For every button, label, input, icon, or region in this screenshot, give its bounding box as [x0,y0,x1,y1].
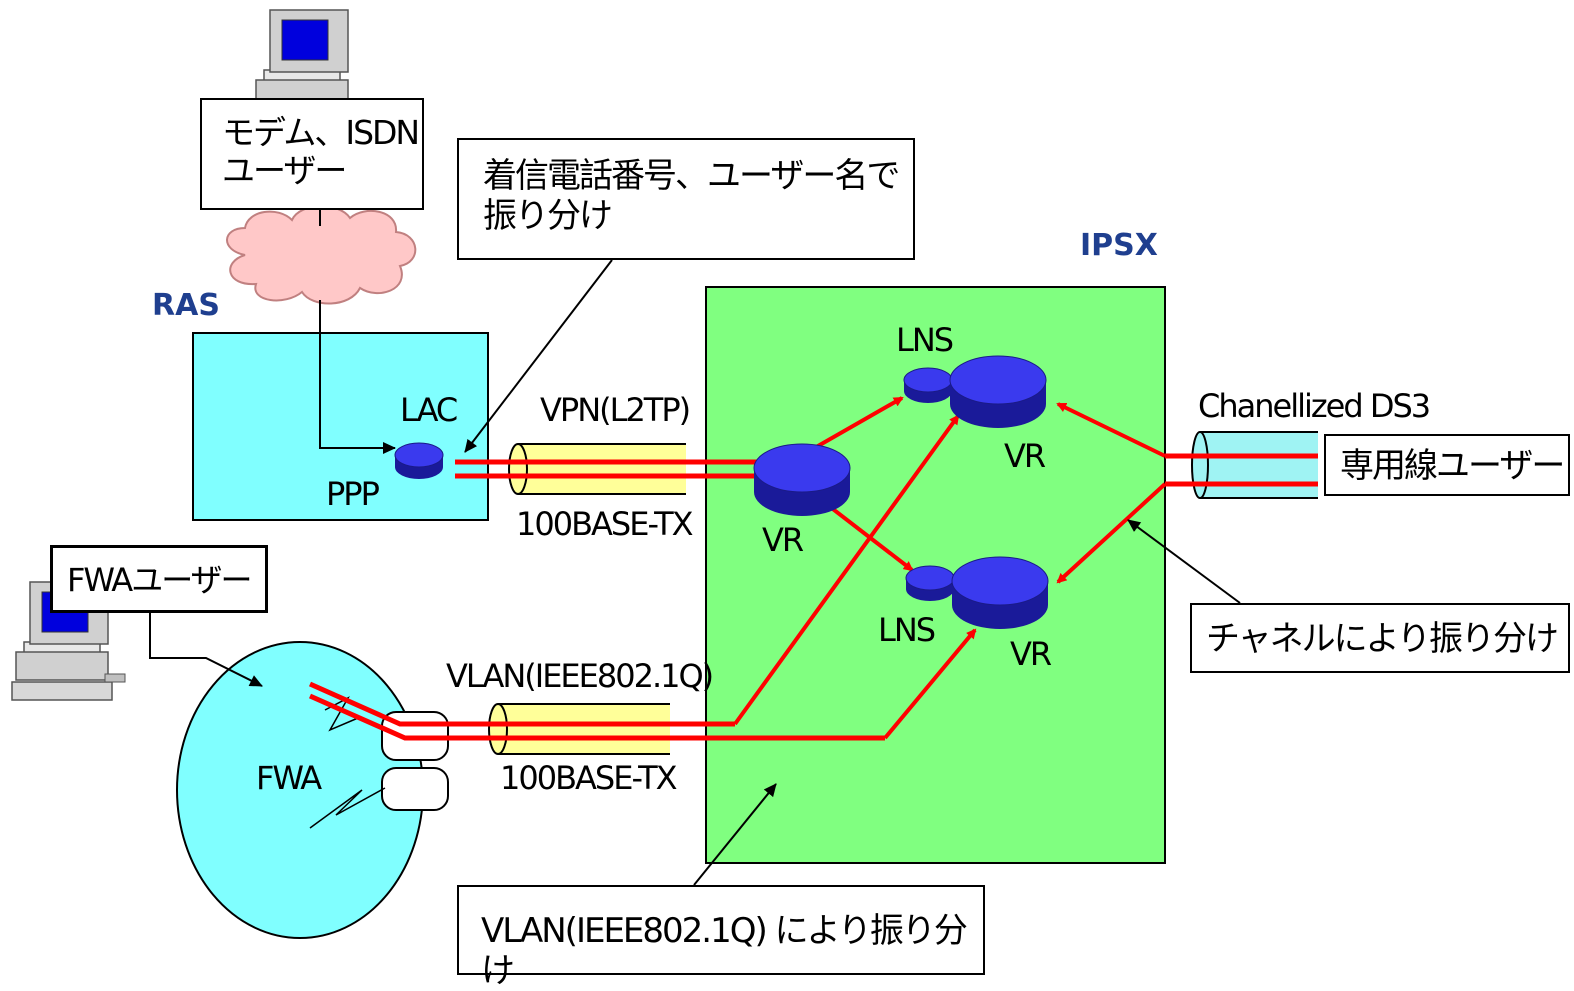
lac-label: LAC [400,391,458,429]
leased-user-box: 専用線ユーザー [1324,434,1570,496]
vr-main-label: VR [762,521,804,559]
vlan-label: VLAN(IEEE802.1Q) [446,657,714,695]
dial-note-line1: 着信電話番号、ユーザー名で [483,156,900,196]
lns-router-icon-top [903,367,953,403]
dial-note-line2: 振り分け [483,196,613,236]
vlan-note-box: VLAN(IEEE802.1Q) により振り分け [457,885,985,991]
traffic-lines [308,453,1318,741]
modem-user-line1: モデム、ISDN [222,113,420,152]
vr-top-label: VR [1004,437,1046,475]
vpn-tunnel [508,443,686,495]
leased-user-label: 専用線ユーザー [1340,446,1565,486]
vr-router-icon-bottom [951,556,1049,629]
vlan-tunnel [488,703,670,755]
fwa-user-box: FWAユーザー [50,545,268,613]
vr-bottom-label: VR [1010,635,1052,673]
dial-note-box: 着信電話番号、ユーザー名で 振り分け [457,138,915,260]
modem-user-box: モデム、ISDN ユーザー [200,98,424,210]
lac-router-icon [394,442,444,479]
lns-bottom-label: LNS [878,611,936,649]
vr-router-icon [753,443,851,516]
vlan-note-label: VLAN(IEEE802.1Q) により振り分け [481,911,968,991]
vpn-label: VPN(L2TP) [540,391,691,429]
modem-user-line2: ユーザー [222,151,347,190]
lns-top-label: LNS [896,321,954,359]
channel-note-label: チャネルにより振り分け [1206,619,1559,659]
fwa-user-label: FWAユーザー [67,561,253,599]
ppp-label: PPP [326,475,380,513]
channelized-label: Chanellized DS3 [1198,387,1431,425]
lns-router-icon-bottom [905,565,955,601]
network-cloud [226,205,417,305]
vr-router-icon-top [949,355,1047,428]
ras-region [192,332,489,521]
channel-note-box: チャネルにより振り分け [1190,603,1570,673]
callout-arrows [149,259,1241,886]
base-tx-top-label: 100BASE-TX [516,505,694,543]
base-tx-bottom-label: 100BASE-TX [500,759,678,797]
ds3-tunnel [1191,431,1318,499]
ipsx-label: IPSX [1080,228,1158,263]
fwa-label: FWA [256,759,322,797]
ras-label: RAS [152,288,220,323]
